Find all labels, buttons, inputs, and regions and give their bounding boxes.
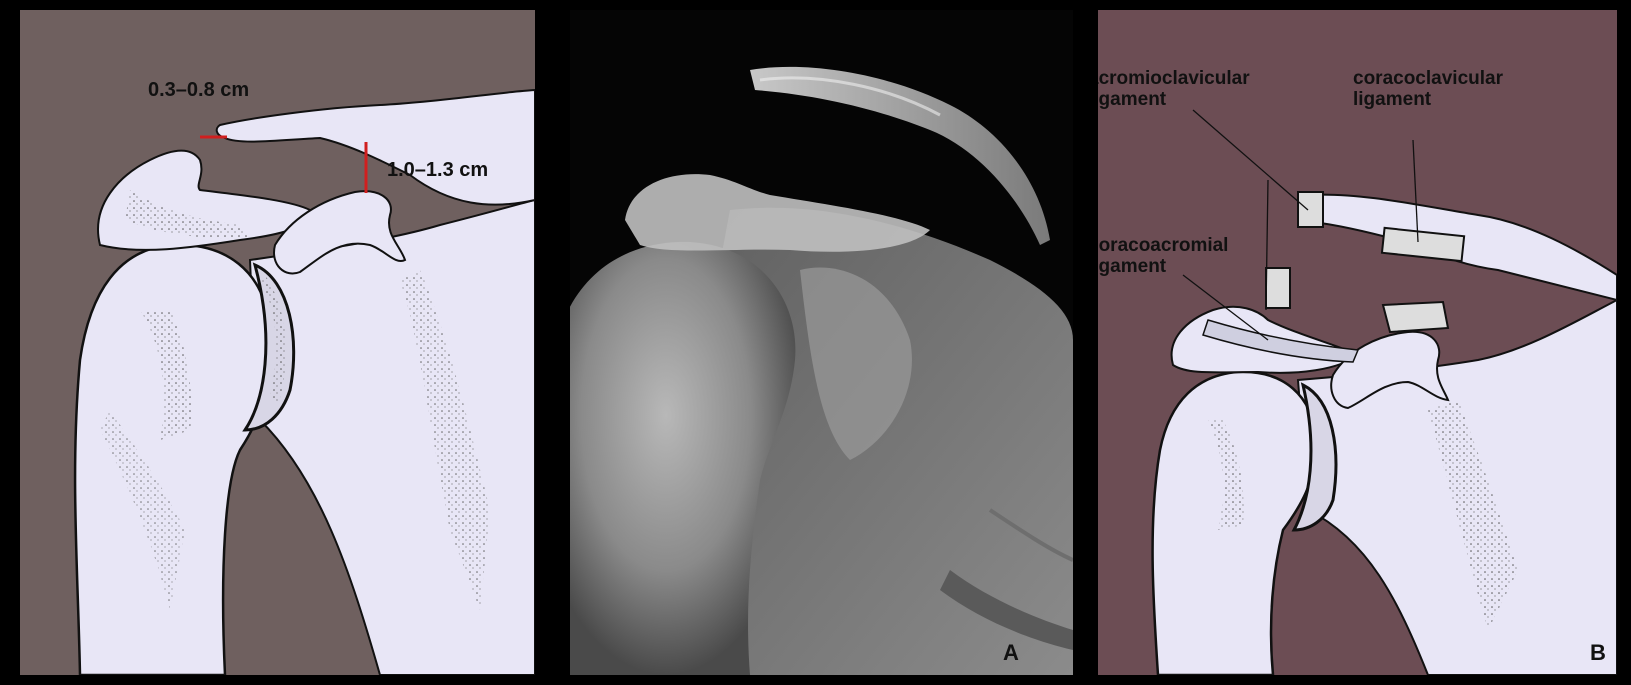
acromioclavicular-ligament-stub bbox=[1298, 192, 1323, 227]
humerus-shape bbox=[75, 245, 271, 675]
coracoclavicular-ligament-stub-bottom bbox=[1383, 302, 1448, 332]
ac-distance-label: 0.3–0.8 cm bbox=[148, 80, 249, 101]
clavicle-shape bbox=[217, 90, 535, 205]
label-coracoclavicular-line2: ligament bbox=[1353, 89, 1431, 110]
label-coracoacromial-line1: coracoacromial bbox=[1098, 235, 1228, 256]
label-acromioclavicular-line2: ligament bbox=[1098, 89, 1166, 110]
label-acromioclavicular-line1: acromioclavicular bbox=[1098, 68, 1250, 89]
panel-xray: A bbox=[570, 10, 1073, 675]
panel-letter-b: B bbox=[1590, 640, 1606, 666]
label-coracoacromial-line2: ligament bbox=[1098, 256, 1166, 277]
panel-right-ligaments: acromioclavicular ligament coracoclavicu… bbox=[1098, 10, 1617, 675]
panel-letter-a: A bbox=[1003, 640, 1019, 666]
coracoacromial-ligament-stub bbox=[1266, 268, 1290, 308]
panel-left-drawing: 0.3–0.8 cm 1.0–1.3 cm bbox=[20, 10, 535, 675]
shoulder-drawing-left bbox=[20, 10, 535, 675]
cc-distance-label: 1.0–1.3 cm bbox=[387, 160, 488, 181]
xray-image bbox=[570, 10, 1073, 675]
label-coracoclavicular-line1: coracoclavicular bbox=[1353, 68, 1503, 89]
